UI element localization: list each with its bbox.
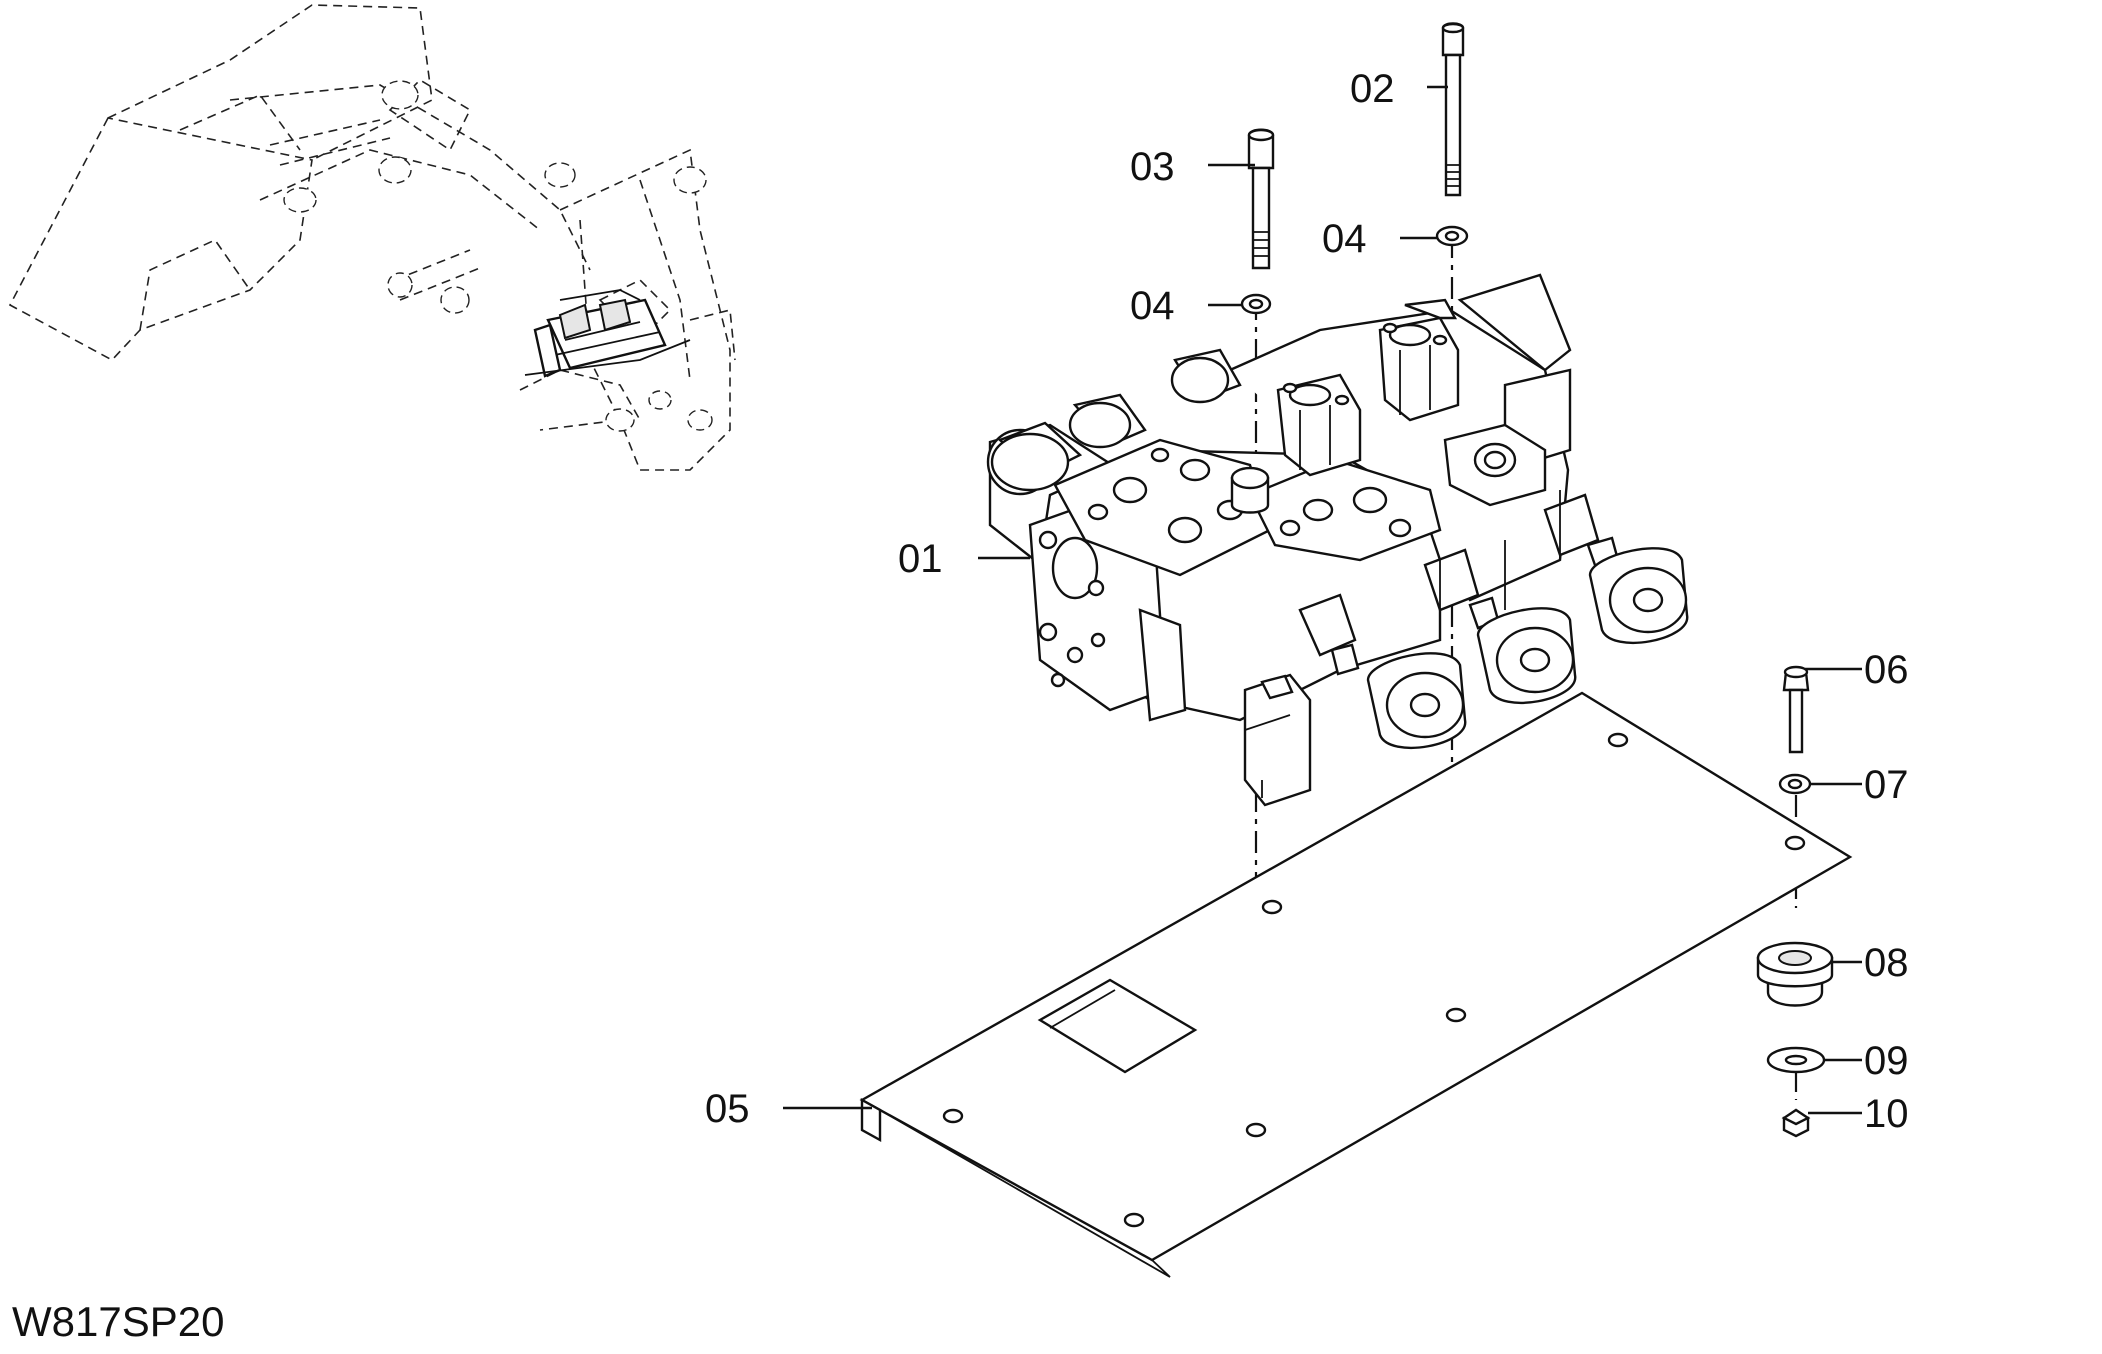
- callout-07: 07: [1864, 763, 1909, 807]
- drawing-code: W817SP20: [12, 1298, 224, 1345]
- callout-01: 01: [898, 537, 943, 581]
- callout-08: 08: [1864, 941, 1909, 985]
- machine-overview-illustration: [8, 4, 736, 471]
- leader-lines: [783, 85, 1862, 1115]
- washer-09: [1766, 1046, 1826, 1074]
- callout-06: 06: [1864, 648, 1909, 692]
- washer-04-right: [1435, 225, 1469, 247]
- callout-05: 05: [705, 1087, 750, 1131]
- washer-04-left: [1240, 293, 1272, 315]
- bolt-03: [1247, 128, 1275, 270]
- washer-07: [1778, 773, 1812, 795]
- bolt-06: [1782, 665, 1810, 754]
- mounting-plate: [859, 691, 1853, 1278]
- control-valve: [986, 273, 1689, 807]
- callout-03: 03: [1130, 145, 1175, 189]
- rubber-mount-08: [1756, 941, 1834, 1007]
- bolt-02: [1441, 22, 1465, 197]
- callout-labels: 02 03 04 04 01 05 06 07 08 09 10: [705, 67, 1909, 1136]
- callout-02: 02: [1350, 67, 1395, 111]
- callout-04-right: 04: [1322, 217, 1367, 261]
- callout-10: 10: [1864, 1092, 1909, 1136]
- callout-04-left: 04: [1130, 284, 1175, 328]
- valve-location-marker: [524, 289, 691, 378]
- callout-09: 09: [1864, 1039, 1909, 1083]
- nut-10: [1781, 1108, 1811, 1138]
